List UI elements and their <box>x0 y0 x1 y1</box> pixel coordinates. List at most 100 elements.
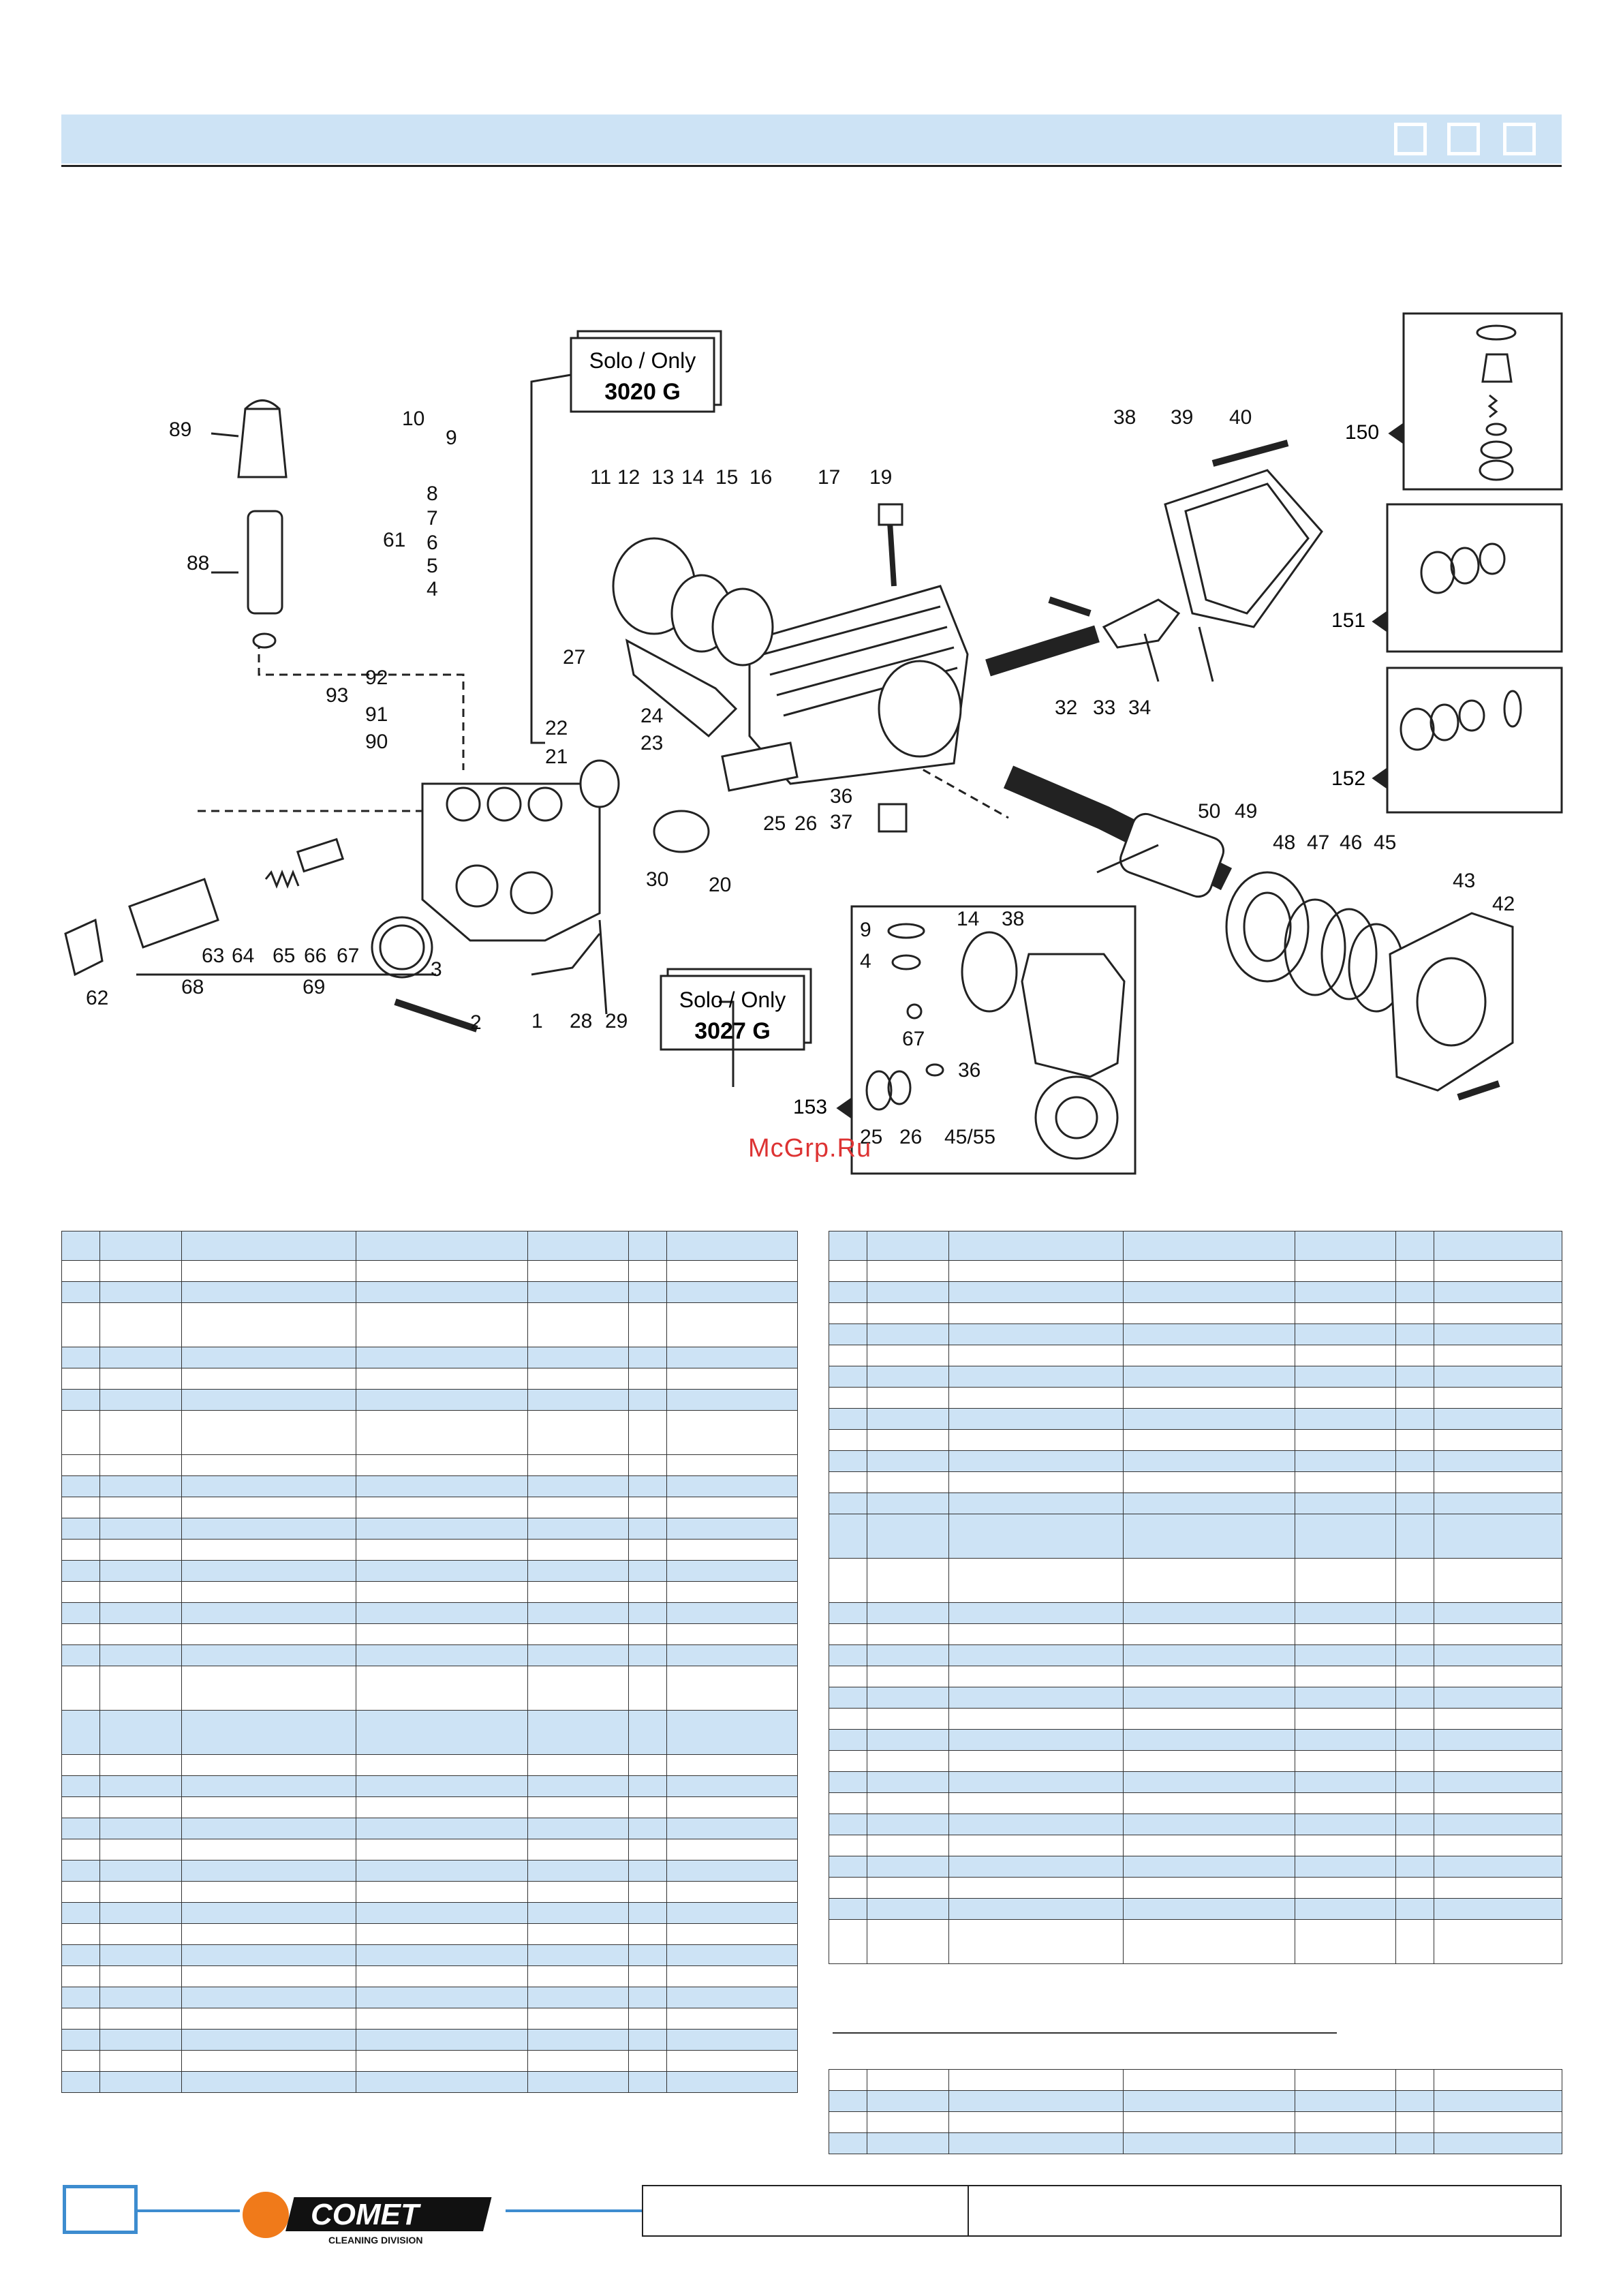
table-cell <box>948 1260 1124 1282</box>
table-cell <box>829 1602 867 1624</box>
table-cell <box>666 1710 798 1755</box>
table-cell <box>1123 1644 1295 1666</box>
table-cell <box>99 1965 182 1987</box>
kit-153-part-label: 36 <box>958 1059 980 1082</box>
table-cell <box>1395 2090 1434 2112</box>
table-cell <box>1395 1856 1434 1878</box>
table-row <box>829 1323 1562 1345</box>
table-row <box>829 2090 1562 2112</box>
table-cell <box>99 2050 182 2072</box>
table-cell <box>867 1493 949 1514</box>
table-cell <box>666 1389 798 1411</box>
table-row <box>829 1366 1562 1388</box>
table-cell <box>99 1518 182 1540</box>
table-cell <box>181 2008 356 2030</box>
table-cell <box>1434 2111 1562 2133</box>
table-cell <box>1434 1792 1562 1814</box>
table-row <box>61 1965 798 1987</box>
table-cell <box>1295 1302 1396 1324</box>
table-cell <box>628 1860 667 1882</box>
part-label-50: 50 <box>1198 800 1220 823</box>
table-cell <box>829 2132 867 2154</box>
table-cell <box>61 1281 100 1303</box>
table-cell <box>61 2050 100 2072</box>
table-cell <box>1123 1429 1295 1451</box>
table-cell <box>181 1518 356 1540</box>
part-label-46: 46 <box>1340 831 1362 854</box>
table-cell <box>1123 1813 1295 1835</box>
table-cell <box>948 1514 1124 1559</box>
table-row <box>829 1345 1562 1366</box>
table-cell <box>867 1471 949 1493</box>
table-row <box>61 1231 798 1261</box>
part-label-29: 29 <box>605 1010 628 1032</box>
table-cell <box>948 1231 1124 1261</box>
table-cell <box>1434 1387 1562 1409</box>
table-row <box>61 2029 798 2051</box>
table-cell <box>666 2071 798 2093</box>
table-cell <box>61 1923 100 1945</box>
table-cell <box>867 1666 949 1687</box>
part-label-37: 37 <box>830 811 852 833</box>
table-cell <box>1295 1514 1396 1559</box>
table-cell <box>948 1558 1124 1603</box>
table-row <box>61 2071 798 2093</box>
table-cell <box>527 1302 629 1347</box>
table-cell <box>181 1839 356 1861</box>
table-cell <box>99 2008 182 2030</box>
table-row <box>829 2111 1562 2133</box>
table-cell <box>829 1729 867 1751</box>
kit-153-part-label: 4 <box>860 950 871 973</box>
table-cell <box>948 1493 1124 1514</box>
table-cell <box>99 1231 182 1261</box>
table-cell <box>829 1898 867 1920</box>
table-cell <box>1434 1856 1562 1878</box>
table-cell <box>1295 2069 1396 2091</box>
table-cell <box>948 1366 1124 1388</box>
table-cell <box>829 1666 867 1687</box>
table-cell <box>628 1560 667 1582</box>
table-row <box>829 1493 1562 1514</box>
table-cell <box>867 1856 949 1878</box>
part-label-1: 1 <box>531 1010 543 1032</box>
table-cell <box>829 2069 867 2091</box>
kit-150-label: 150 <box>1345 421 1379 444</box>
table-cell <box>1123 1493 1295 1514</box>
table-cell <box>948 1813 1124 1835</box>
kit-153-part-label: 26 <box>899 1126 922 1148</box>
table-cell <box>356 1839 528 1861</box>
table-cell <box>1434 1708 1562 1730</box>
table-cell <box>356 1775 528 1797</box>
table-cell <box>1123 1387 1295 1409</box>
table-cell <box>1434 2090 1562 2112</box>
table-cell <box>99 1281 182 1303</box>
table-cell <box>1395 1387 1434 1409</box>
table-cell <box>1395 1729 1434 1751</box>
part-label-30: 30 <box>646 868 668 891</box>
table-cell <box>99 1944 182 1966</box>
table-row <box>61 1775 798 1797</box>
table-cell <box>1395 1666 1434 1687</box>
table-cell <box>61 1475 100 1497</box>
table-cell <box>948 1450 1124 1472</box>
part-label-25: 25 <box>763 812 786 835</box>
table-cell <box>99 2029 182 2051</box>
table-row <box>829 1835 1562 1856</box>
table-cell <box>1123 1450 1295 1472</box>
table-cell <box>527 1881 629 1903</box>
table-row <box>829 1471 1562 1493</box>
table-cell <box>948 1602 1124 1624</box>
part-label-40: 40 <box>1229 406 1252 429</box>
table-cell <box>1295 1835 1396 1856</box>
table-cell <box>181 2071 356 2093</box>
table-cell <box>628 2008 667 2030</box>
table-cell <box>1123 2069 1295 2091</box>
part-label-26: 26 <box>794 812 817 835</box>
table-cell <box>61 1818 100 1839</box>
table-cell <box>181 1410 356 1455</box>
table-cell <box>61 1987 100 2008</box>
table-cell <box>527 1560 629 1582</box>
table-row <box>61 1710 798 1755</box>
part-label-69: 69 <box>303 976 325 998</box>
table-cell <box>1434 1729 1562 1751</box>
